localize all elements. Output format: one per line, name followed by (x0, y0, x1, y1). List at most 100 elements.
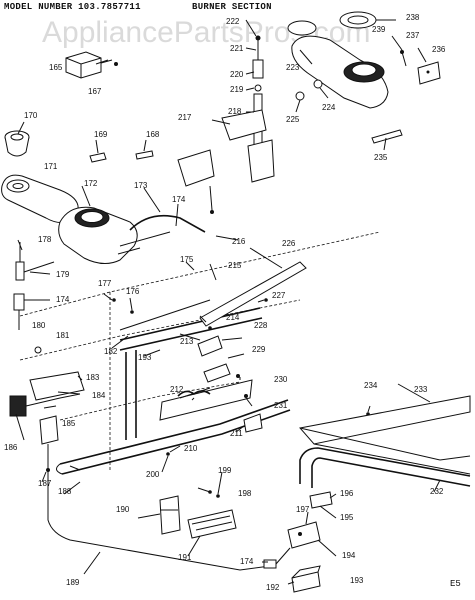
part-label-193-bottom: 193 (350, 576, 364, 585)
part-217-222-valve-stack (177, 35, 275, 214)
part-label-228: 228 (254, 321, 268, 330)
part-label-170: 170 (24, 111, 38, 120)
part-label-219: 219 (230, 85, 244, 94)
part-label-210: 210 (184, 444, 198, 453)
part-label-173: 173 (134, 181, 148, 190)
part-label-237: 237 (406, 31, 420, 40)
part-label-222: 222 (226, 17, 240, 26)
part-label-195: 195 (340, 513, 354, 522)
part-label-231: 231 (274, 401, 288, 410)
part-235-pin (371, 129, 403, 144)
part-label-177: 177 (98, 279, 112, 288)
part-label-235: 235 (374, 153, 388, 162)
part-label-217: 217 (178, 113, 192, 122)
part-label-176: 176 (126, 287, 140, 296)
section-title: BURNER SECTION (192, 2, 272, 12)
part-label-190: 190 (116, 505, 130, 514)
part-183-186-manifold (9, 371, 85, 472)
part-label-168: 168 (146, 130, 160, 139)
part-label-185: 185 (62, 419, 76, 428)
part-label-194: 194 (342, 551, 356, 560)
part-number-labels: 165 167 170 169 168 171 172 173 174 216 … (4, 13, 446, 592)
part-236-bracket (417, 61, 441, 85)
leader-lines (15, 19, 441, 585)
part-237-screw (400, 50, 407, 67)
part-172-burner (58, 206, 206, 264)
part-label-186: 186 (4, 443, 18, 452)
part-169-pin (89, 152, 107, 163)
part-label-191: 191 (178, 553, 192, 562)
part-label-229: 229 (252, 345, 266, 354)
part-label-165: 165 (49, 63, 63, 72)
part-170-burner-cap (4, 130, 30, 157)
part-label-218: 218 (228, 107, 242, 116)
part-label-215: 215 (228, 261, 242, 270)
part-label-223: 223 (286, 63, 300, 72)
part-label-226: 226 (282, 239, 296, 248)
part-label-193-top: 193 (138, 353, 152, 362)
part-label-224: 224 (322, 103, 336, 112)
part-238-burner-cap (339, 11, 377, 29)
part-label-199: 199 (218, 466, 232, 475)
part-label-211: 211 (230, 429, 243, 438)
part-label-220: 220 (230, 70, 244, 79)
part-label-192: 192 (266, 583, 280, 592)
part-174-orifice (13, 293, 25, 330)
part-label-179: 179 (56, 270, 70, 279)
part-label-221: 221 (230, 44, 244, 53)
part-label-189: 189 (66, 578, 80, 587)
part-label-182: 182 (104, 347, 118, 356)
part-233-plate (299, 395, 471, 475)
part-label-225: 225 (286, 115, 300, 124)
part-label-236: 236 (432, 45, 446, 54)
part-label-239: 239 (372, 25, 386, 34)
part-label-180: 180 (32, 321, 46, 330)
part-label-178: 178 (38, 235, 52, 244)
part-label-233: 233 (414, 385, 428, 394)
part-label-230: 230 (274, 375, 288, 384)
part-171-burner-base (1, 174, 79, 224)
part-180-washer (34, 346, 42, 354)
part-label-172: 172 (84, 179, 98, 188)
part-label-167: 167 (88, 87, 102, 96)
model-number-label: MODEL NUMBER 103.7857711 (4, 2, 141, 12)
part-label-188: 188 (58, 487, 72, 496)
part-label-196: 196 (340, 489, 354, 498)
part-label-175: 175 (180, 255, 194, 264)
part-label-227: 227 (272, 291, 286, 300)
part-213-229-brackets (197, 335, 263, 433)
part-label-171: 171 (44, 162, 58, 171)
part-label-234: 234 (364, 381, 378, 390)
part-label-174-mid: 174 (56, 295, 70, 304)
part-label-238: 238 (406, 13, 420, 22)
part-label-200: 200 (146, 470, 160, 479)
part-label-181: 181 (56, 331, 70, 340)
page-code: E5 (450, 579, 461, 589)
part-label-169: 169 (94, 130, 108, 139)
part-label-213: 213 (180, 337, 194, 346)
part-label-216: 216 (232, 237, 246, 246)
part-168-pin (135, 150, 154, 160)
part-232-tube (287, 447, 471, 549)
part-192-bracket (291, 565, 321, 593)
part-label-184: 184 (92, 391, 106, 400)
part-178-electrode (15, 242, 55, 281)
part-label-214: 214 (226, 313, 240, 322)
part-label-212: 212 (170, 385, 184, 394)
part-165-block (65, 51, 118, 79)
part-224-225-nuts (295, 79, 323, 101)
part-188-burner-tube (56, 307, 291, 475)
part-label-174-bottom: 174 (240, 557, 254, 566)
small-screws (112, 298, 370, 498)
part-239-burner (287, 20, 389, 109)
part-189-gas-line (47, 470, 291, 571)
part-label-198: 198 (238, 489, 252, 498)
part-label-183: 183 (86, 373, 100, 382)
part-190-191-igniter-module (159, 495, 237, 539)
part-label-187: 187 (38, 479, 52, 488)
part-label-197: 197 (296, 505, 310, 514)
part-226-rail (119, 261, 307, 331)
part-label-174-top: 174 (172, 195, 186, 204)
part-label-232: 232 (430, 487, 444, 496)
